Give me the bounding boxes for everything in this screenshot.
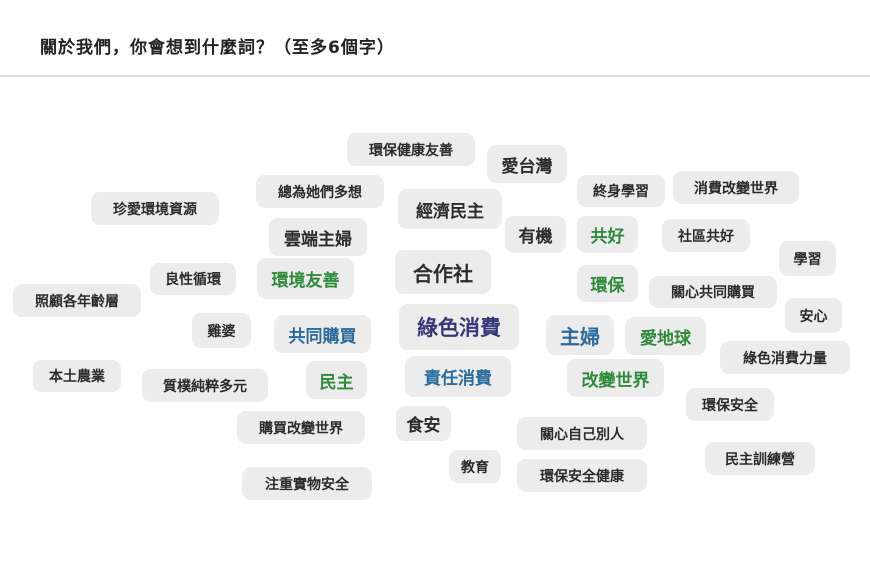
word-tag: 照顧各年齡層 bbox=[13, 284, 141, 317]
word-tag: 質樸純粹多元 bbox=[142, 369, 268, 402]
word-tag: 民主訓練營 bbox=[705, 442, 815, 475]
word-tag: 教育 bbox=[449, 450, 501, 483]
word-tag: 主婦 bbox=[546, 315, 614, 355]
word-tag: 關心自己別人 bbox=[517, 417, 647, 450]
word-tag: 良性循環 bbox=[150, 263, 236, 295]
word-tag: 終身學習 bbox=[577, 175, 665, 207]
word-tag: 安心 bbox=[785, 298, 842, 333]
question-title: 關於我們，你會想到什麼詞？（至多6個字） bbox=[40, 38, 395, 58]
word-tag: 環保安全健康 bbox=[517, 459, 647, 492]
word-tag: 注重實物安全 bbox=[242, 467, 372, 500]
question-header: 關於我們，你會想到什麼詞？（至多6個字） bbox=[0, 0, 870, 77]
word-tag: 食安 bbox=[396, 406, 451, 441]
word-tag: 環保健康友善 bbox=[347, 133, 475, 166]
word-tag: 學習 bbox=[779, 241, 836, 276]
word-cloud: 環保健康友善 愛台灣 總為她們多想 經濟民主 終身學習 消費改變世界 珍愛環境資… bbox=[0, 77, 870, 580]
word-tag: 責任消費 bbox=[405, 356, 511, 397]
word-tag: 民主 bbox=[306, 361, 367, 399]
word-tag: 社區共好 bbox=[662, 219, 750, 252]
word-tag: 綠色消費 bbox=[399, 304, 519, 350]
word-tag: 綠色消費力量 bbox=[720, 341, 850, 374]
word-tag: 合作社 bbox=[395, 250, 491, 294]
word-tag: 雞婆 bbox=[192, 313, 251, 348]
word-tag: 愛台灣 bbox=[487, 145, 567, 183]
word-tag: 關心共同購買 bbox=[649, 276, 777, 308]
word-tag: 環保安全 bbox=[686, 388, 774, 421]
word-tag: 雲端主婦 bbox=[269, 218, 367, 256]
word-tag: 珍愛環境資源 bbox=[91, 192, 219, 225]
word-tag: 經濟民主 bbox=[398, 189, 502, 229]
word-tag: 消費改變世界 bbox=[673, 171, 799, 204]
word-tag: 總為她們多想 bbox=[256, 175, 384, 208]
word-tag: 有機 bbox=[505, 216, 566, 253]
word-tag: 本土農業 bbox=[33, 360, 121, 392]
word-tag: 環保 bbox=[577, 265, 638, 302]
word-tag: 改變世界 bbox=[567, 359, 664, 397]
word-tag: 共同購買 bbox=[274, 315, 371, 353]
word-tag: 環境友善 bbox=[257, 258, 354, 299]
word-tag: 愛地球 bbox=[625, 317, 706, 355]
word-tag: 共好 bbox=[577, 216, 638, 253]
word-tag: 購買改變世界 bbox=[237, 411, 365, 444]
